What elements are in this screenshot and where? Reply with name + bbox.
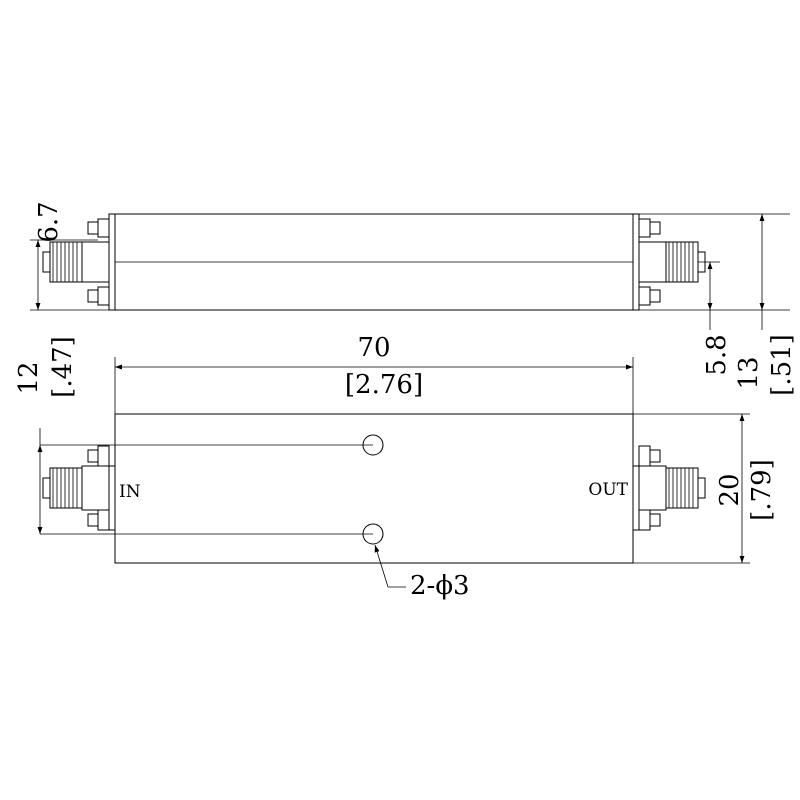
hole-callout-leader	[374, 544, 389, 588]
dim-5-8-label: 5.8	[702, 334, 732, 375]
dim-20-label: 20	[715, 473, 745, 506]
dim-20-inch-label: [.79]	[747, 459, 777, 521]
dim-13-label: 13	[734, 356, 764, 389]
dim-70-label: 70	[357, 333, 390, 363]
port-out-label: OUT	[588, 480, 628, 500]
dim-12-inch-label: [.47]	[48, 336, 78, 398]
side-left-connector-icon	[42, 218, 110, 306]
side-right-flange	[632, 213, 640, 311]
top-view-body	[114, 413, 634, 564]
top-left-flange	[108, 465, 116, 531]
dim-6-7-label: 6.7	[34, 201, 64, 242]
top-right-connector-icon	[638, 445, 706, 531]
top-view: 70 [2.76] 20 [.79] IN OUT 2-ϕ3	[37, 333, 777, 601]
side-view: 6.7 12 [.47] 5.8 13 [.51]	[14, 201, 797, 398]
dim-12-label: 12	[14, 361, 44, 394]
side-left-flange	[108, 213, 116, 311]
dim-70-inch-label: [2.76]	[345, 370, 423, 400]
dim-13-inch-label: [.51]	[767, 334, 797, 396]
side-right-connector-icon	[638, 218, 706, 306]
port-in-label: IN	[119, 482, 141, 502]
top-left-connector-icon	[42, 445, 110, 531]
top-right-flange	[632, 465, 640, 531]
hole-callout-label: 2-ϕ3	[410, 571, 470, 601]
